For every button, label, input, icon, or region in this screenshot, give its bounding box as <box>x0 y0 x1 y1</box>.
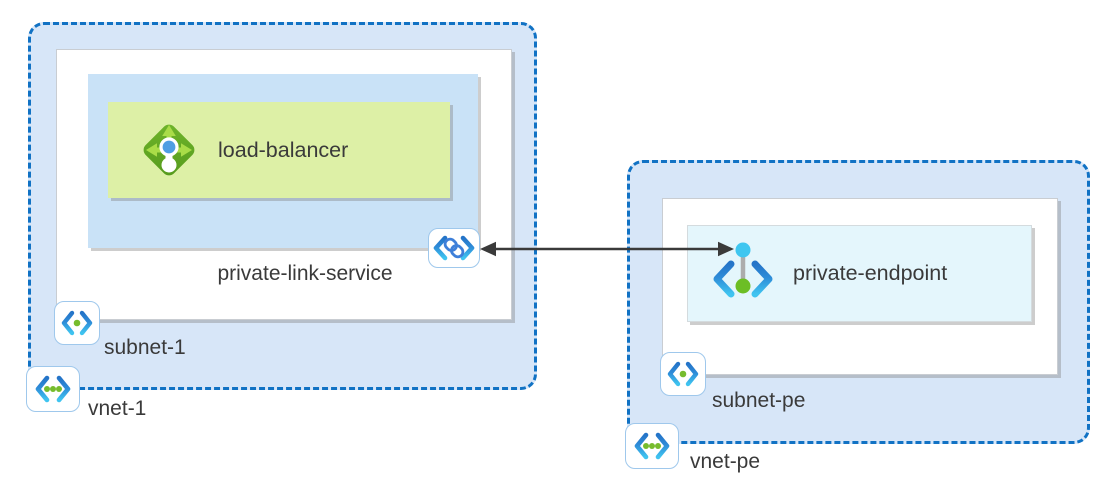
subnet-pe-label: subnet-pe <box>712 389 806 412</box>
bidirectional-arrow <box>478 236 736 262</box>
private-link-service-label: private-link-service <box>217 262 393 285</box>
subnet-1-label: subnet-1 <box>104 336 186 359</box>
subnet-icon <box>660 352 706 396</box>
load-balancer-node: load-balancer <box>108 102 450 198</box>
vnet-1-label: vnet-1 <box>88 397 147 420</box>
private-endpoint-node: private-endpoint <box>687 225 1032 322</box>
private-endpoint-label: private-endpoint <box>793 261 948 285</box>
private-endpoint-icon <box>701 240 779 308</box>
load-balancer-label: load-balancer <box>218 137 349 162</box>
private-link-service-icon <box>428 228 480 268</box>
load-balancer-icon <box>136 117 202 183</box>
vnet-pe-label: vnet-pe <box>690 450 761 473</box>
virtual-network-icon <box>26 366 80 412</box>
virtual-network-icon <box>625 423 679 469</box>
subnet-icon <box>54 301 100 345</box>
